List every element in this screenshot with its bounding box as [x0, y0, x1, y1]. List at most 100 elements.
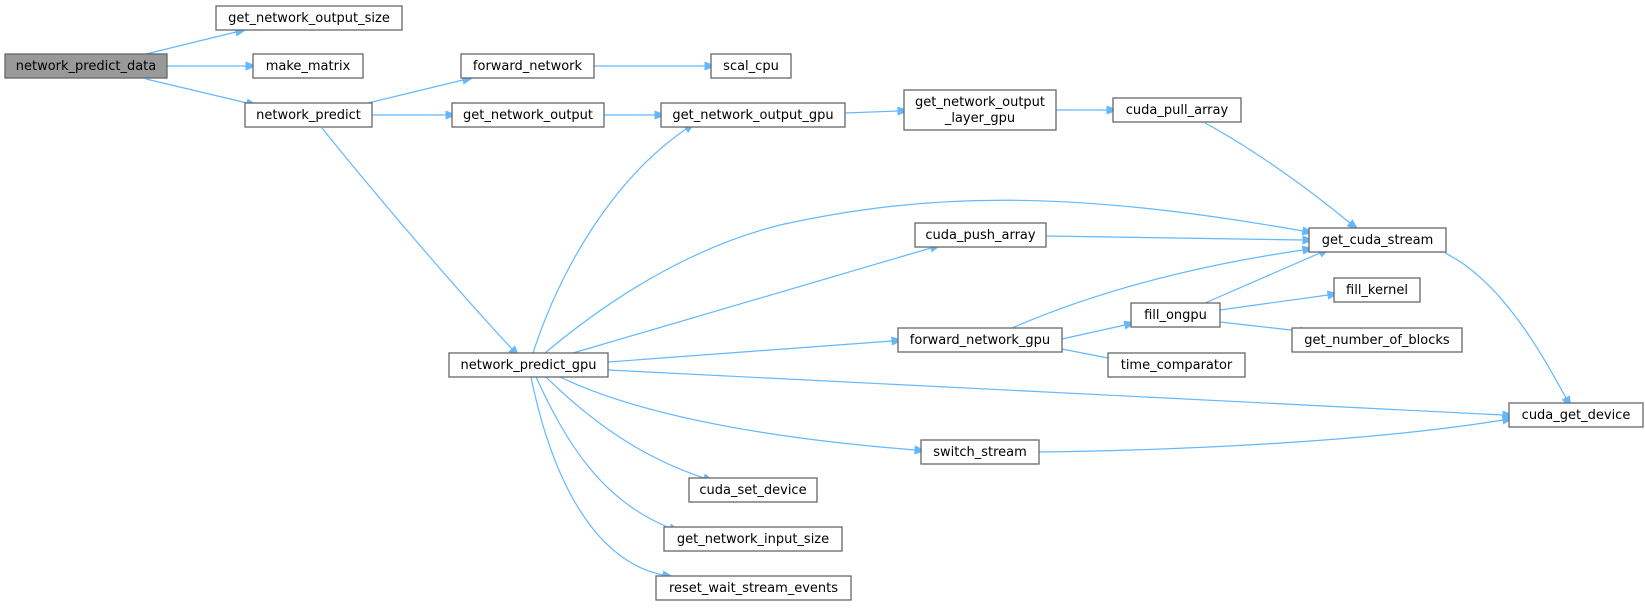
node-cuda-set-device[interactable]: cuda_set_device: [688, 477, 818, 503]
node-get-network-output-gpu[interactable]: get_network_output_gpu: [660, 102, 846, 128]
node-label: get_network_input_size: [677, 532, 829, 547]
edge-line: [607, 340, 893, 363]
node-switch-stream[interactable]: switch_stream: [920, 439, 1040, 465]
node-cuda-get-device[interactable]: cuda_get_device: [1508, 402, 1644, 428]
node-box: [920, 439, 1040, 465]
edge-line: [1045, 235, 1304, 241]
node-network-predict-gpu[interactable]: network_predict_gpu: [448, 352, 609, 378]
edge-line: [1204, 122, 1351, 224]
node-time-comparator[interactable]: time_comparator: [1107, 352, 1246, 378]
edge-fill_ongpu-to-fill_kernel: [1219, 290, 1340, 311]
edge-line: [572, 247, 932, 354]
arrow-head-icon: [891, 336, 904, 346]
node-label: time_comparator: [1121, 358, 1233, 373]
edge-network_predict_gpu-to-cuda_get_device: [607, 369, 1515, 420]
edge-network_predict_data-to-make_matrix: [167, 61, 258, 71]
edge-line: [1061, 324, 1126, 340]
node-make-matrix[interactable]: make_matrix: [252, 53, 364, 79]
node-box: [1107, 352, 1246, 378]
edge-switch_stream-to-cuda_get_device: [1038, 415, 1515, 453]
arrow-head-icon: [654, 110, 667, 120]
edge-get_network_output_gpu-to-get_network_output_layer_gpu: [844, 106, 910, 116]
node-network-predict-data[interactable]: network_predict_data: [4, 53, 168, 79]
node-box: [1508, 402, 1644, 428]
node-get-cuda-stream[interactable]: get_cuda_stream: [1308, 227, 1447, 253]
node-cuda-push-array[interactable]: cuda_push_array: [914, 222, 1047, 248]
node-fill-kernel[interactable]: fill_kernel: [1333, 277, 1421, 303]
node-network-predict[interactable]: network_predict: [244, 102, 373, 128]
edge-line: [321, 127, 513, 350]
edge-cuda_push_array-to-get_cuda_stream: [1045, 235, 1315, 245]
arrow-head-icon: [1106, 105, 1119, 115]
edge-network_predict_gpu-to-forward_network_gpu: [607, 336, 904, 363]
node-label: get_network_output_gpu: [672, 108, 833, 123]
arrow-head-icon: [704, 61, 717, 71]
node-label: network_predict_gpu: [461, 358, 597, 373]
edge-fill_ongpu-to-get_cuda_stream: [1204, 248, 1331, 304]
node-get-number-of-blocks[interactable]: get_number_of_blocks: [1291, 327, 1463, 353]
edge-forward_network_gpu-to-fill_ongpu: [1061, 320, 1137, 340]
node-get-network-output-layer-gpu[interactable]: get_network_output_layer_gpu: [903, 89, 1057, 131]
node-box: [660, 102, 846, 128]
node-label: get_network_output_size: [228, 11, 390, 26]
edge-network_predict_data-to-get_network_output_size: [145, 27, 248, 55]
node-box: [451, 102, 605, 128]
node-box: [252, 53, 364, 79]
node-forward-network-gpu[interactable]: forward_network_gpu: [897, 327, 1063, 353]
node-fill-ongpu[interactable]: fill_ongpu: [1130, 302, 1221, 328]
node-box: [655, 575, 852, 601]
edge-network_predict_gpu-to-get_network_output_gpu: [532, 122, 696, 354]
node-box: [710, 53, 792, 79]
node-scal-cpu[interactable]: scal_cpu: [710, 53, 792, 79]
edge-line: [1204, 252, 1321, 304]
edge-network_predict_gpu-to-cuda_push_array: [572, 243, 942, 354]
edge-get_network_output_layer_gpu-to-cuda_pull_array: [1056, 105, 1119, 115]
node-label: forward_network_gpu: [910, 333, 1050, 348]
node-label: scal_cpu: [723, 59, 779, 74]
arrow-head-icon: [914, 445, 927, 455]
edge-line: [545, 376, 705, 479]
edge-line: [1219, 321, 1301, 332]
edge-network_predict_data-to-network_predict: [145, 78, 259, 108]
arrow-head-icon: [245, 61, 258, 71]
edge-line: [1444, 252, 1567, 399]
edge-get_network_output-to-get_network_output_gpu: [604, 110, 667, 120]
edge-line: [532, 128, 687, 354]
node-box: [1308, 227, 1447, 253]
nodes-layer: network_predict_data get_network_output_s…: [4, 5, 1644, 601]
node-box: [4, 53, 168, 79]
node-label: cuda_set_device: [699, 483, 806, 498]
node-label: get_number_of_blocks: [1304, 333, 1450, 348]
node-box: [1130, 302, 1221, 328]
node-box: [1291, 327, 1463, 353]
edge-line: [535, 376, 671, 529]
node-label: switch_stream: [933, 445, 1027, 460]
node-cuda-pull-array[interactable]: cuda_pull_array: [1112, 97, 1242, 123]
node-label: network_predict: [256, 108, 361, 123]
edge-get_cuda_stream-to-cuda_get_device: [1444, 252, 1572, 409]
node-label: get_network_output: [463, 108, 593, 123]
node-label: cuda_get_device: [1522, 408, 1631, 423]
node-box: [1333, 277, 1421, 303]
node-box: [215, 5, 403, 31]
node-reset-wait-stream-events[interactable]: reset_wait_stream_events: [655, 575, 852, 601]
node-box: [244, 102, 373, 128]
edge-network_predict_gpu-to-get_network_input_size: [535, 376, 681, 533]
node-label: forward_network: [473, 59, 583, 74]
node-forward-network[interactable]: forward_network: [460, 53, 595, 79]
edge-line: [607, 369, 1504, 416]
arrow-head-icon: [897, 106, 910, 116]
node-label: fill_kernel: [1346, 283, 1408, 298]
node-get-network-output[interactable]: get_network_output: [451, 102, 605, 128]
edge-cuda_pull_array-to-get_cuda_stream: [1204, 122, 1359, 231]
node-label: make_matrix: [266, 59, 351, 74]
edge-line: [844, 110, 899, 114]
edge-line: [559, 376, 916, 451]
node-get-network-output-size[interactable]: get_network_output_size: [215, 5, 403, 31]
edge-line: [145, 31, 237, 55]
arrow-head-icon: [445, 110, 458, 120]
node-box: [914, 222, 1047, 248]
node-get-network-input-size[interactable]: get_network_input_size: [663, 526, 843, 552]
node-box: [1112, 97, 1242, 123]
